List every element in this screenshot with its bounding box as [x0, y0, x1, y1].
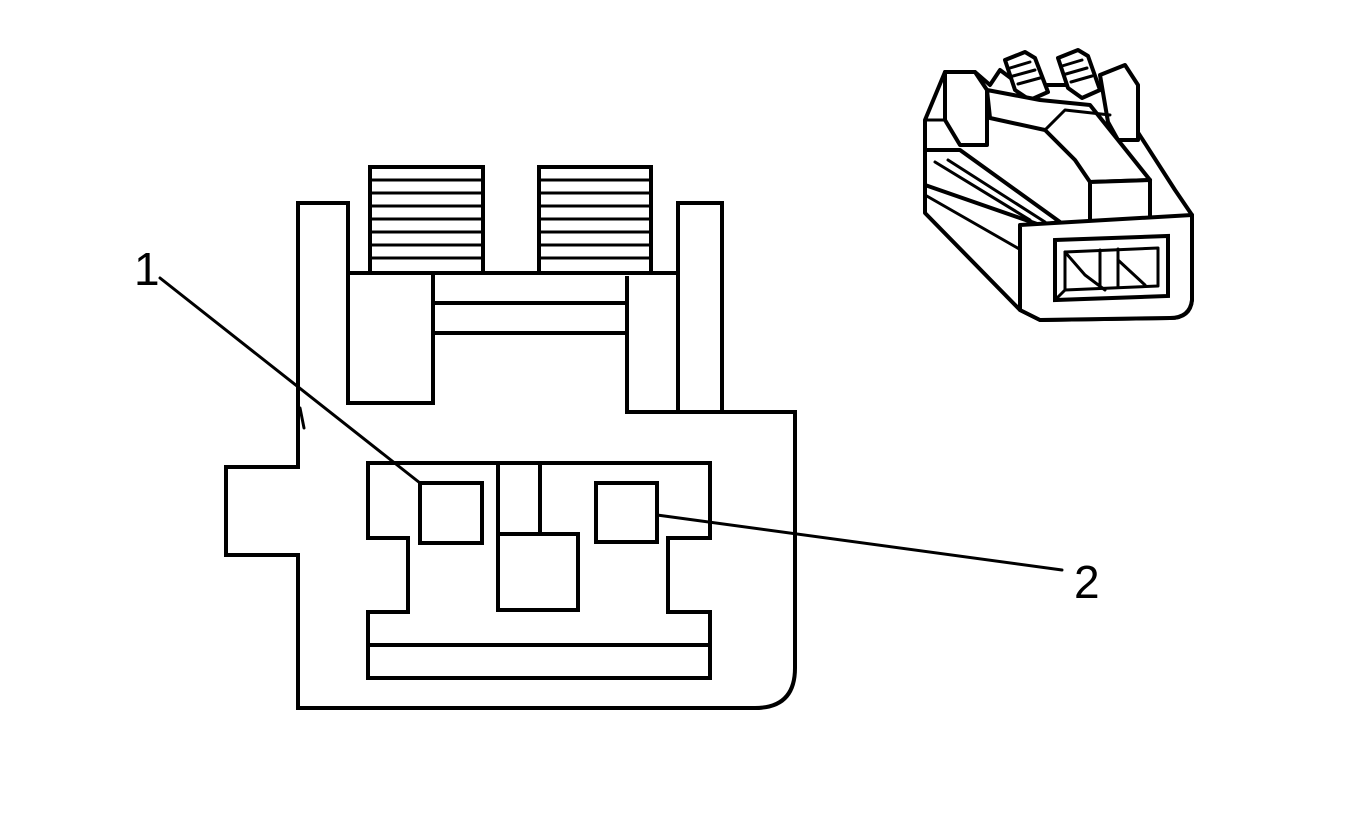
callout-2-leader: [655, 513, 1064, 572]
terminal-1: [418, 481, 484, 545]
center-key: [496, 461, 580, 612]
upper-housing-detail: [298, 271, 724, 430]
connector-isometric-view: [923, 48, 1194, 322]
callout-1-leader: [158, 276, 422, 485]
terminal-2: [594, 481, 659, 544]
housing-outline: [224, 201, 797, 710]
latch-rib-left: [368, 165, 485, 275]
callout-1-label: 1: [134, 243, 160, 295]
callout-2-label: 2: [1074, 556, 1100, 608]
connector-face-view: [224, 165, 797, 710]
latch-rib-right: [537, 165, 653, 275]
terminal-cavity-frame: [366, 461, 712, 680]
